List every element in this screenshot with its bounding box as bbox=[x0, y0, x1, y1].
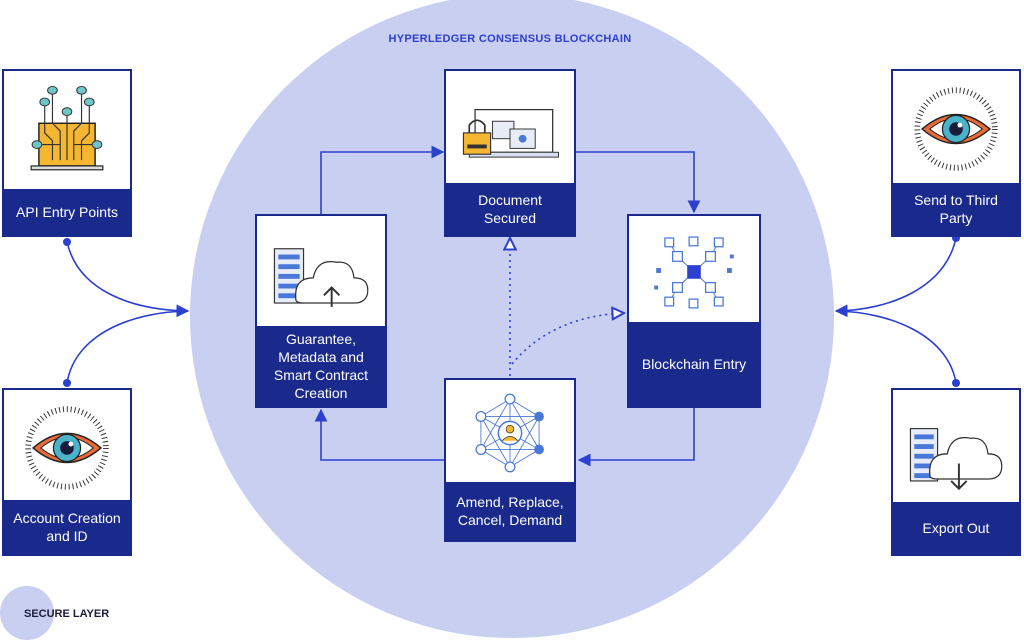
node-send-third-party: Send to Third Party bbox=[891, 69, 1021, 237]
connector-dot bbox=[952, 379, 960, 387]
server-cloud-upload-icon bbox=[257, 216, 385, 328]
node-label: Export Out bbox=[893, 502, 1019, 554]
user-network-icon bbox=[446, 380, 574, 486]
secure-layer-legend: SECURE LAYER bbox=[24, 608, 110, 620]
secure-layer-circle bbox=[190, 0, 834, 638]
diagram-title: HYPERLEDGER CONSENSUS BLOCKCHAIN bbox=[388, 33, 632, 45]
node-label: Guarantee, Metadata and Smart Contract C… bbox=[257, 326, 385, 406]
server-cloud-download-icon bbox=[893, 390, 1019, 506]
eye-icon bbox=[4, 390, 130, 504]
connector-account-to-circle bbox=[66, 310, 189, 384]
node-amend-replace: Amend, Replace, Cancel, Demand bbox=[444, 378, 576, 542]
connector-api-to-circle bbox=[66, 241, 190, 318]
eye-icon bbox=[893, 71, 1019, 187]
node-label: Blockchain Entry bbox=[629, 322, 759, 406]
node-api-entry-points: API Entry Points bbox=[2, 69, 132, 237]
node-label: Send to Third Party bbox=[893, 183, 1019, 235]
block-network-icon bbox=[629, 216, 759, 326]
node-document-secured: Document Secured bbox=[444, 69, 576, 237]
connector-export-to-circle bbox=[835, 310, 957, 384]
node-label: Amend, Replace, Cancel, Demand bbox=[446, 482, 574, 540]
connector-dot bbox=[63, 238, 71, 246]
node-label: API Entry Points bbox=[4, 189, 130, 235]
node-label: Account Creation and ID bbox=[4, 500, 130, 554]
node-account-creation: Account Creation and ID bbox=[2, 388, 132, 556]
node-blockchain-entry: Blockchain Entry bbox=[627, 214, 761, 408]
connector-dot bbox=[63, 379, 71, 387]
arrow-amend-to-guarantee bbox=[314, 408, 444, 461]
locked-documents-icon bbox=[446, 71, 574, 187]
secure-layer-legend-dot bbox=[0, 586, 54, 640]
circuit-laptop-icon bbox=[4, 71, 130, 193]
arrow-guarantee-to-document bbox=[320, 145, 445, 216]
node-label: Document Secured bbox=[446, 183, 574, 235]
arrow-document-to-blockchain bbox=[576, 151, 701, 214]
connector-third-to-circle bbox=[834, 237, 957, 318]
node-guarantee-metadata: Guarantee, Metadata and Smart Contract C… bbox=[255, 214, 387, 408]
arrow-blockchain-to-amend bbox=[577, 408, 695, 467]
node-export-out: Export Out bbox=[891, 388, 1021, 556]
